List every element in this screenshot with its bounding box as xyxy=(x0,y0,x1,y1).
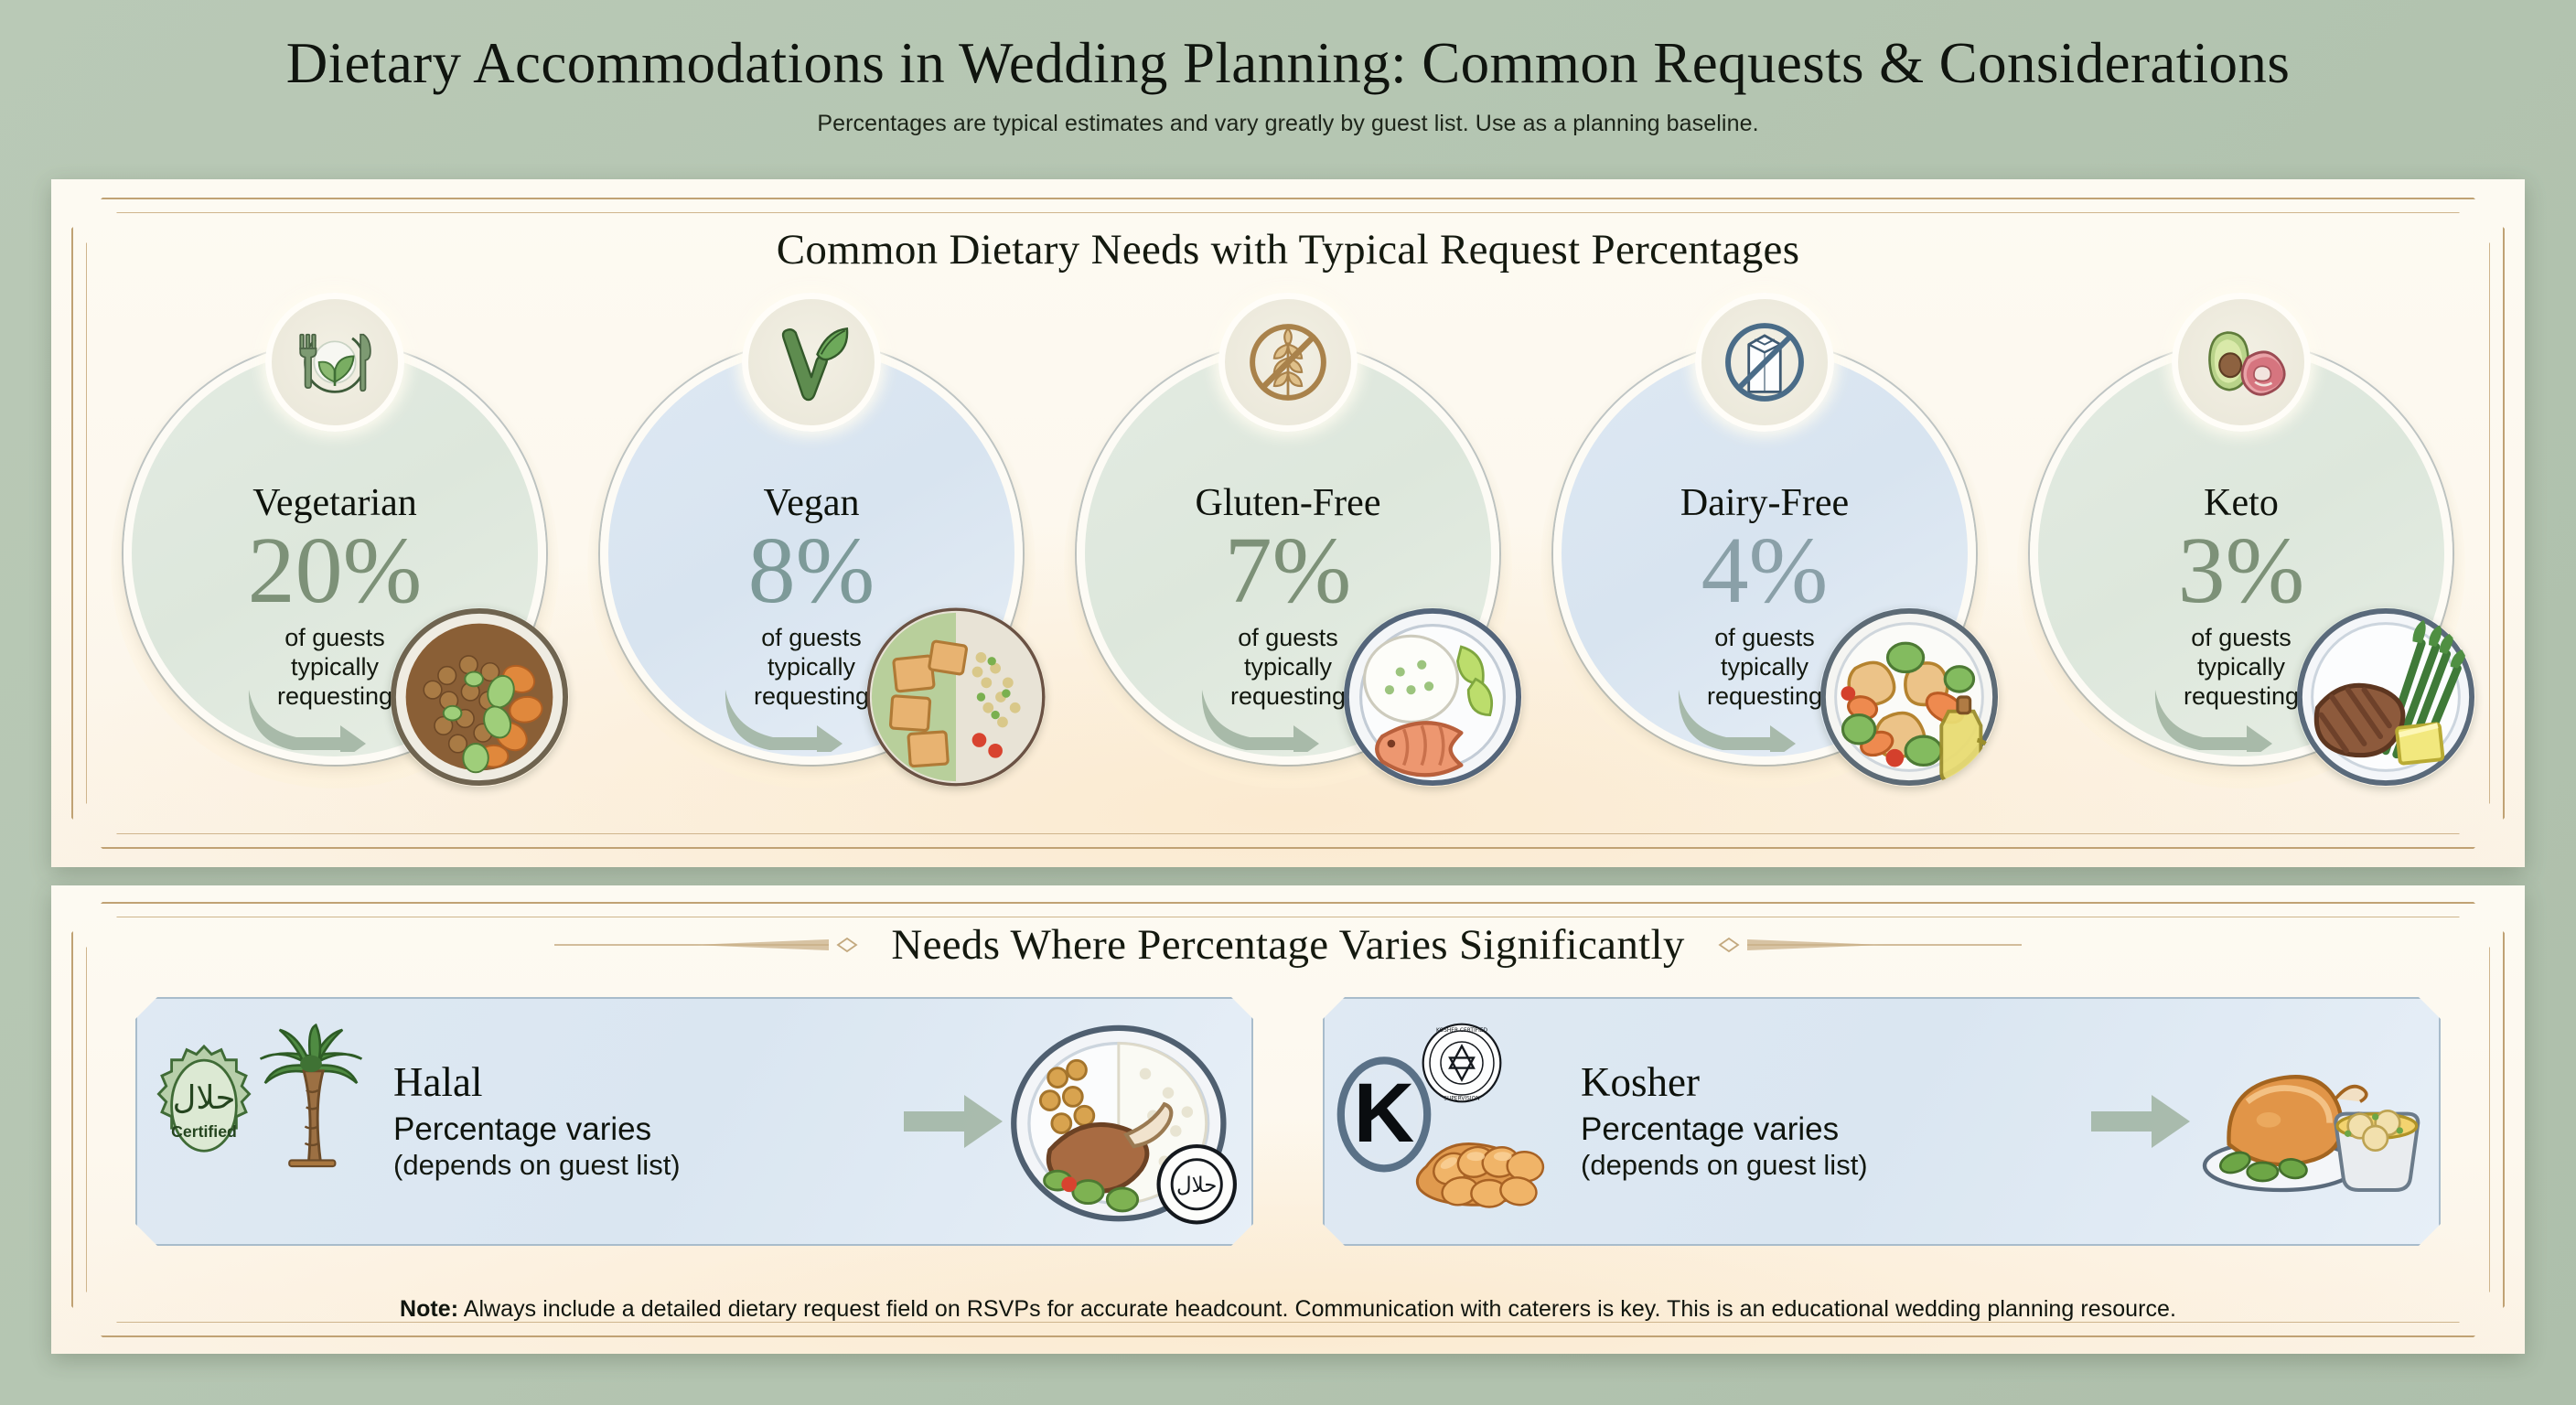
flow-arrow-icon xyxy=(2154,690,2272,752)
card-subtext-line3: requesting xyxy=(2183,681,2300,710)
card-subtext-line1: of guests xyxy=(1714,624,1815,651)
card-subtext: of guests typically requesting xyxy=(106,624,564,712)
dietary-card-dairy-free: Dairy-Free 4% of guests typically reques… xyxy=(1536,293,1999,810)
card-subtext-line2: typically xyxy=(2196,652,2286,681)
rice-fish-plate-icon xyxy=(1343,607,1522,787)
dietary-cards-row: Vegetarian 20% of guests typically reque… xyxy=(106,293,2475,838)
card-percentage: 3% xyxy=(2177,518,2305,623)
ornament-left-icon xyxy=(554,937,858,953)
card-subtext-line3: requesting xyxy=(276,681,393,710)
card-subtext-line2: typically xyxy=(1243,652,1333,681)
varies-arrow-icon xyxy=(898,1089,1008,1153)
section-title-varies-wrap: Needs Where Percentage Varies Significan… xyxy=(51,920,2525,970)
tofu-grain-bowl-icon xyxy=(866,607,1046,787)
card-percentage: 7% xyxy=(1224,518,1352,623)
ornament-right-icon xyxy=(1718,937,2022,953)
card-subtext-line1: of guests xyxy=(1238,624,1338,651)
flow-arrow-icon xyxy=(724,690,843,752)
flow-arrow-icon xyxy=(248,690,366,752)
fork-plate-leaf-icon xyxy=(265,293,404,432)
dietary-card-vegan: Vegan 8% of guests typically requesting xyxy=(583,293,1046,810)
vegan-v-leaf-icon xyxy=(742,293,881,432)
card-subtext-line3: requesting xyxy=(1706,681,1823,710)
card-subtext-line3: requesting xyxy=(1229,681,1347,710)
page-subtitle: Percentages are typical estimates and va… xyxy=(817,110,1759,136)
dietary-card-gluten-free: Gluten-Free 7% of guests typically reque… xyxy=(1059,293,1522,810)
chicken-vegetable-oil-plate-icon xyxy=(1819,607,1999,787)
varies-text: Kosher Percentage varies (depends on gue… xyxy=(1572,1061,2086,1182)
palm-tree-icon xyxy=(251,1023,371,1213)
bottom-panel: Needs Where Percentage Varies Significan… xyxy=(51,885,2525,1354)
card-subtext: of guests typically requesting xyxy=(1536,624,1993,712)
card-subtext-line1: of guests xyxy=(284,624,385,651)
dietary-card-vegetarian: Vegetarian 20% of guests typically reque… xyxy=(106,293,569,810)
challah-bread-icon xyxy=(1411,1101,1568,1213)
card-subtext: of guests typically requesting xyxy=(583,624,1040,712)
varies-title: Halal xyxy=(393,1059,483,1106)
svg-text:Certified: Certified xyxy=(171,1122,237,1141)
kosher-k-icon: K xyxy=(1330,1046,1438,1200)
header: Dietary Accommodations in Wedding Planni… xyxy=(0,0,2576,179)
varies-arrow-icon xyxy=(2086,1089,2195,1153)
card-subtext-line2: typically xyxy=(1720,652,1809,681)
card-subtext-line3: requesting xyxy=(753,681,870,710)
svg-text:حلال: حلال xyxy=(1176,1174,1217,1197)
varies-row: حلال Certified Halal Percentage varies (d… xyxy=(135,997,2441,1253)
top-panel: Common Dietary Needs with Typical Reques… xyxy=(51,179,2525,867)
varies-icons: K KOSHER CERTIFIED SUPERVISION xyxy=(1325,999,1572,1244)
lentil-vegetable-bowl-icon xyxy=(390,607,569,787)
svg-text:حلال: حلال xyxy=(173,1079,236,1117)
card-subtext: of guests typically requesting xyxy=(1059,624,1517,712)
section-title-common-needs: Common Dietary Needs with Typical Reques… xyxy=(776,226,1800,273)
card-percentage: 20% xyxy=(247,518,423,623)
footnote-text: Always include a detailed dietary reques… xyxy=(458,1296,2177,1322)
card-percentage: 4% xyxy=(1701,518,1829,623)
page-title: Dietary Accommodations in Wedding Planni… xyxy=(285,31,2291,95)
card-label: Vegetarian xyxy=(252,482,417,524)
footnote: Note: Always include a detailed dietary … xyxy=(51,1296,2525,1323)
steak-asparagus-butter-plate-icon xyxy=(2296,607,2475,787)
varies-icons: حلال Certified xyxy=(137,999,384,1244)
card-subtext: of guests typically requesting xyxy=(2012,624,2470,712)
halal-chicken-rice-plate-icon: حلال xyxy=(1008,1016,1237,1227)
card-subtext-line2: typically xyxy=(767,652,856,681)
section-title-varies: Needs Where Percentage Varies Significan… xyxy=(891,921,1685,969)
card-label: Keto xyxy=(2204,482,2279,524)
flow-arrow-icon xyxy=(1678,690,1796,752)
card-label: Vegan xyxy=(763,482,860,524)
varies-line-2: (depends on guest list) xyxy=(1581,1148,1868,1181)
card-subtext-line1: of guests xyxy=(761,624,862,651)
card-label: Dairy-Free xyxy=(1680,482,1850,524)
svg-text:SUPERVISION: SUPERVISION xyxy=(1444,1096,1479,1101)
flow-arrow-icon xyxy=(1201,690,1319,752)
card-label: Gluten-Free xyxy=(1195,482,1381,524)
varies-line-2: (depends on guest list) xyxy=(393,1148,681,1181)
no-wheat-icon xyxy=(1218,293,1358,432)
varies-panel-halal: حلال Certified Halal Percentage varies (d… xyxy=(135,997,1253,1246)
star-of-david-seal-icon: KOSHER CERTIFIED SUPERVISION xyxy=(1420,1021,1504,1105)
roast-chicken-matzo-ball-soup-icon xyxy=(2195,1016,2424,1227)
varies-line-1: Percentage varies xyxy=(1581,1111,1840,1148)
varies-text: Halal Percentage varies (depends on gues… xyxy=(384,1061,898,1182)
footnote-bold-label: Note: xyxy=(399,1296,459,1322)
card-subtext-line2: typically xyxy=(290,652,380,681)
halal-certified-seal-icon: حلال Certified xyxy=(150,1035,258,1198)
svg-text:K: K xyxy=(1354,1066,1414,1160)
avocado-steak-icon xyxy=(2172,293,2311,432)
dietary-card-keto: Keto 3% of guests typically requesting xyxy=(2012,293,2475,810)
varies-line-1: Percentage varies xyxy=(393,1111,652,1148)
varies-title: Kosher xyxy=(1581,1059,1700,1106)
card-percentage: 8% xyxy=(747,518,875,623)
no-milk-carton-icon xyxy=(1695,293,1834,432)
card-subtext-line1: of guests xyxy=(2191,624,2292,651)
svg-text:KOSHER CERTIFIED: KOSHER CERTIFIED xyxy=(1436,1028,1488,1034)
varies-panel-kosher: K KOSHER CERTIFIED SUPERVISION Kosher Per… xyxy=(1323,997,2441,1246)
